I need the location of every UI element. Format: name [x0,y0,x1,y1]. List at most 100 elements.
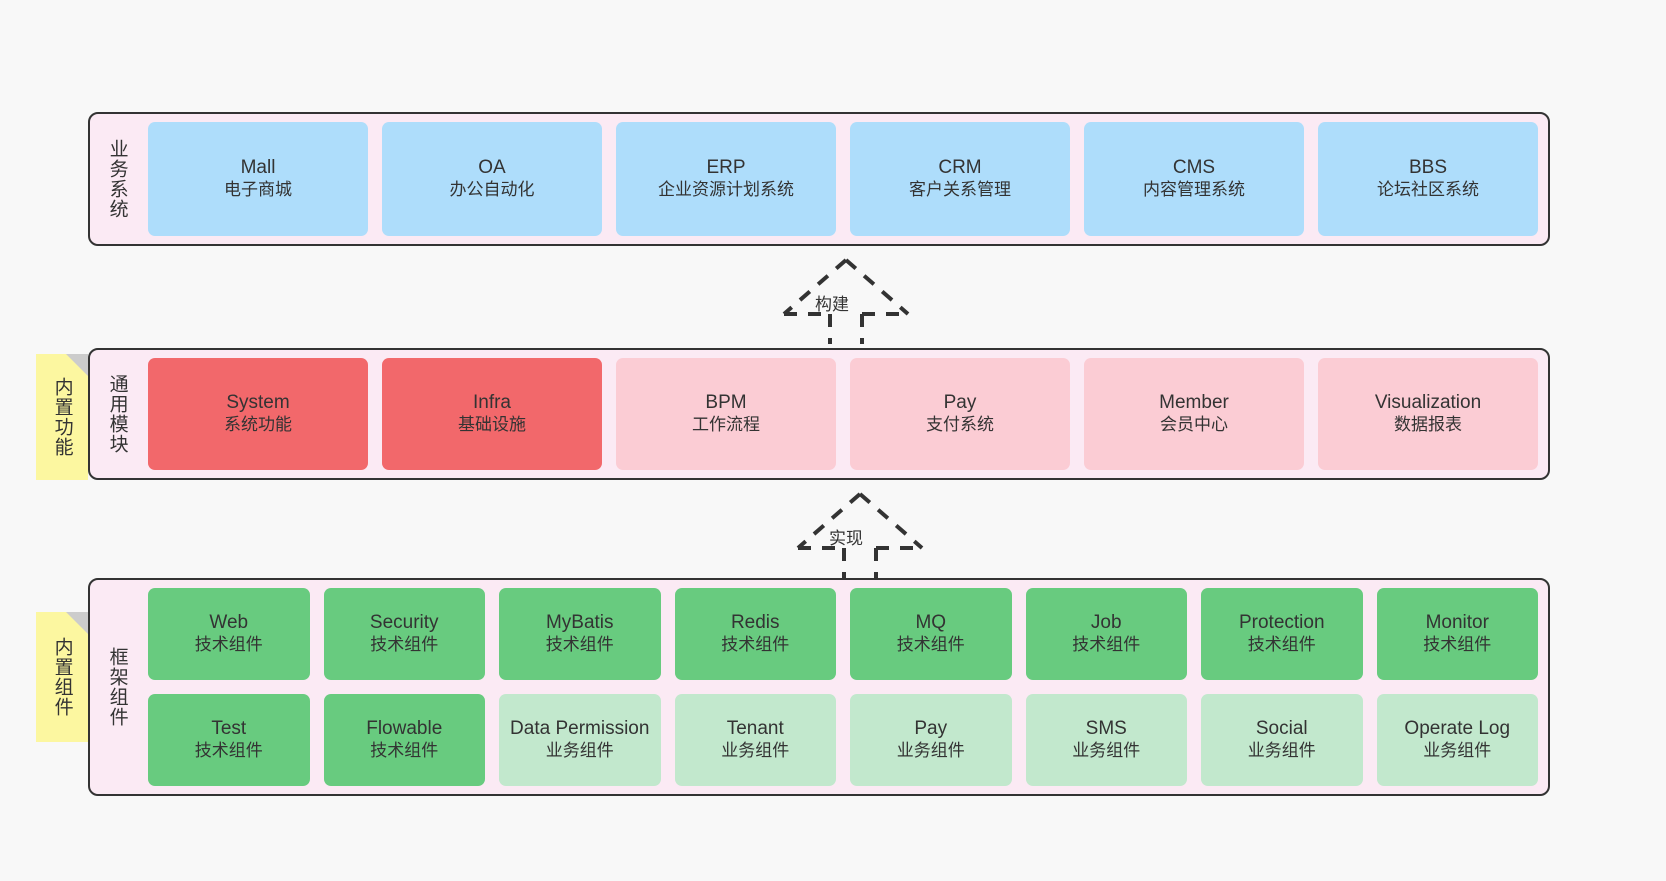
card-data-permission[interactable]: Data Permission 业务组件 [499,694,661,786]
card-pay-component[interactable]: Pay 业务组件 [850,694,1012,786]
card-protection-desc: 技术组件 [1247,635,1316,655]
card-redis-desc: 技术组件 [721,635,790,655]
connector-implement-label: 实现 [829,529,863,548]
card-oa[interactable]: OA 办公自动化 [382,122,602,236]
layer-business-systems-title: 业务系统 [106,139,128,219]
card-mq-name: MQ [915,612,947,634]
common-modules-card-row: System 系统功能 Infra 基础设施 BPM 工作流程 Pay 支付系统… [134,358,1538,470]
card-job-desc: 技术组件 [1072,635,1141,655]
card-test-name: Test [211,718,247,740]
framework-row-business: Test 技术组件 Flowable 技术组件 Data Permission … [148,694,1538,786]
card-bbs-desc: 论坛社区系统 [1377,180,1479,200]
framework-components-grid: Web 技术组件 Security 技术组件 MyBatis 技术组件 Redi… [134,588,1538,786]
card-web-desc: 技术组件 [194,635,263,655]
note-builtin-features-label: 内置功能 [51,377,73,457]
card-sms-name: SMS [1085,718,1127,740]
layer-common-modules: 通用模块 System 系统功能 Infra 基础设施 BPM 工作流程 Pay… [88,348,1550,480]
note-fold-corner-icon [66,354,88,376]
card-sms-desc: 业务组件 [1072,741,1141,761]
card-redis-name: Redis [730,612,780,634]
card-data-permission-name: Data Permission [510,718,650,740]
note-builtin-components: 内置组件 [36,612,88,742]
card-crm-desc: 客户关系管理 [909,180,1011,200]
card-infra-name: Infra [472,392,512,414]
card-member-desc: 会员中心 [1160,415,1228,435]
card-bpm-name: BPM [705,392,747,414]
card-erp-desc: 企业资源计划系统 [658,180,794,200]
card-infra[interactable]: Infra 基础设施 [382,358,602,470]
card-visualization-desc: 数据报表 [1394,415,1462,435]
card-pay-component-desc: 业务组件 [896,741,965,761]
card-pay-module-name: Pay [943,392,977,414]
card-pay-module[interactable]: Pay 支付系统 [850,358,1070,470]
card-tenant[interactable]: Tenant 业务组件 [674,694,836,786]
card-security-desc: 技术组件 [370,635,439,655]
note-builtin-components-label: 内置组件 [51,637,73,717]
card-system-name: System [226,392,290,414]
card-erp-name: ERP [706,157,746,179]
card-mybatis[interactable]: MyBatis 技术组件 [499,588,661,680]
card-web-name: Web [209,612,249,634]
card-bbs[interactable]: BBS 论坛社区系统 [1318,122,1538,236]
card-protection[interactable]: Protection 技术组件 [1201,588,1363,680]
card-redis[interactable]: Redis 技术组件 [674,588,836,680]
card-cms-desc: 内容管理系统 [1143,180,1245,200]
card-cms[interactable]: CMS 内容管理系统 [1084,122,1304,236]
card-pay-component-name: Pay [914,718,948,740]
card-tenant-desc: 业务组件 [721,741,790,761]
card-system[interactable]: System 系统功能 [148,358,368,470]
card-cms-name: CMS [1172,157,1216,179]
card-operate-log-name: Operate Log [1404,718,1511,740]
card-test[interactable]: Test 技术组件 [148,694,310,786]
card-mall[interactable]: Mall 电子商城 [148,122,368,236]
card-infra-desc: 基础设施 [458,415,526,435]
card-monitor[interactable]: Monitor 技术组件 [1376,588,1538,680]
card-mq[interactable]: MQ 技术组件 [850,588,1012,680]
card-mall-name: Mall [240,157,276,179]
card-operate-log[interactable]: Operate Log 业务组件 [1376,694,1538,786]
card-social[interactable]: Social 业务组件 [1201,694,1363,786]
card-sms[interactable]: SMS 业务组件 [1025,694,1187,786]
connector-build-label: 构建 [815,295,849,314]
card-security[interactable]: Security 技术组件 [323,588,485,680]
card-monitor-name: Monitor [1425,612,1489,634]
card-flowable-name: Flowable [366,718,443,740]
card-job[interactable]: Job 技术组件 [1025,588,1187,680]
card-oa-name: OA [478,157,506,179]
card-visualization-name: Visualization [1374,392,1482,414]
layer-framework-components: 框架组件 Web 技术组件 Security 技术组件 MyBatis 技术组件 [88,578,1550,796]
card-mybatis-name: MyBatis [545,612,614,634]
card-oa-desc: 办公自动化 [449,180,535,200]
layer-common-modules-title: 通用模块 [106,374,128,454]
card-member[interactable]: Member 会员中心 [1084,358,1304,470]
card-bpm[interactable]: BPM 工作流程 [616,358,836,470]
card-member-name: Member [1159,392,1229,414]
card-bbs-name: BBS [1408,157,1448,179]
card-social-desc: 业务组件 [1247,741,1316,761]
card-social-name: Social [1255,718,1308,740]
card-mall-desc: 电子商城 [224,180,292,200]
framework-row-technical: Web 技术组件 Security 技术组件 MyBatis 技术组件 Redi… [148,588,1538,680]
layer-business-systems: 业务系统 Mall 电子商城 OA 办公自动化 ERP 企业资源计划系统 CRM… [88,112,1550,246]
card-visualization[interactable]: Visualization 数据报表 [1318,358,1538,470]
card-protection-name: Protection [1238,612,1325,634]
framework-components-columns: Web 技术组件 Security 技术组件 MyBatis 技术组件 Redi… [148,588,1538,786]
card-operate-log-desc: 业务组件 [1423,741,1492,761]
card-crm-name: CRM [938,157,982,179]
card-job-name: Job [1090,612,1122,634]
card-monitor-desc: 技术组件 [1423,635,1492,655]
card-data-permission-desc: 业务组件 [545,741,614,761]
card-mybatis-desc: 技术组件 [545,635,614,655]
card-web[interactable]: Web 技术组件 [148,588,310,680]
business-systems-card-row: Mall 电子商城 OA 办公自动化 ERP 企业资源计划系统 CRM 客户关系… [134,122,1538,236]
card-bpm-desc: 工作流程 [692,415,760,435]
connector-implement: 实现 [770,490,950,580]
layer-framework-components-title: 框架组件 [106,647,128,727]
card-pay-module-desc: 支付系统 [926,415,994,435]
card-erp[interactable]: ERP 企业资源计划系统 [616,122,836,236]
card-tenant-name: Tenant [726,718,784,740]
card-flowable[interactable]: Flowable 技术组件 [323,694,485,786]
card-crm[interactable]: CRM 客户关系管理 [850,122,1070,236]
connector-build: 构建 [756,256,936,346]
